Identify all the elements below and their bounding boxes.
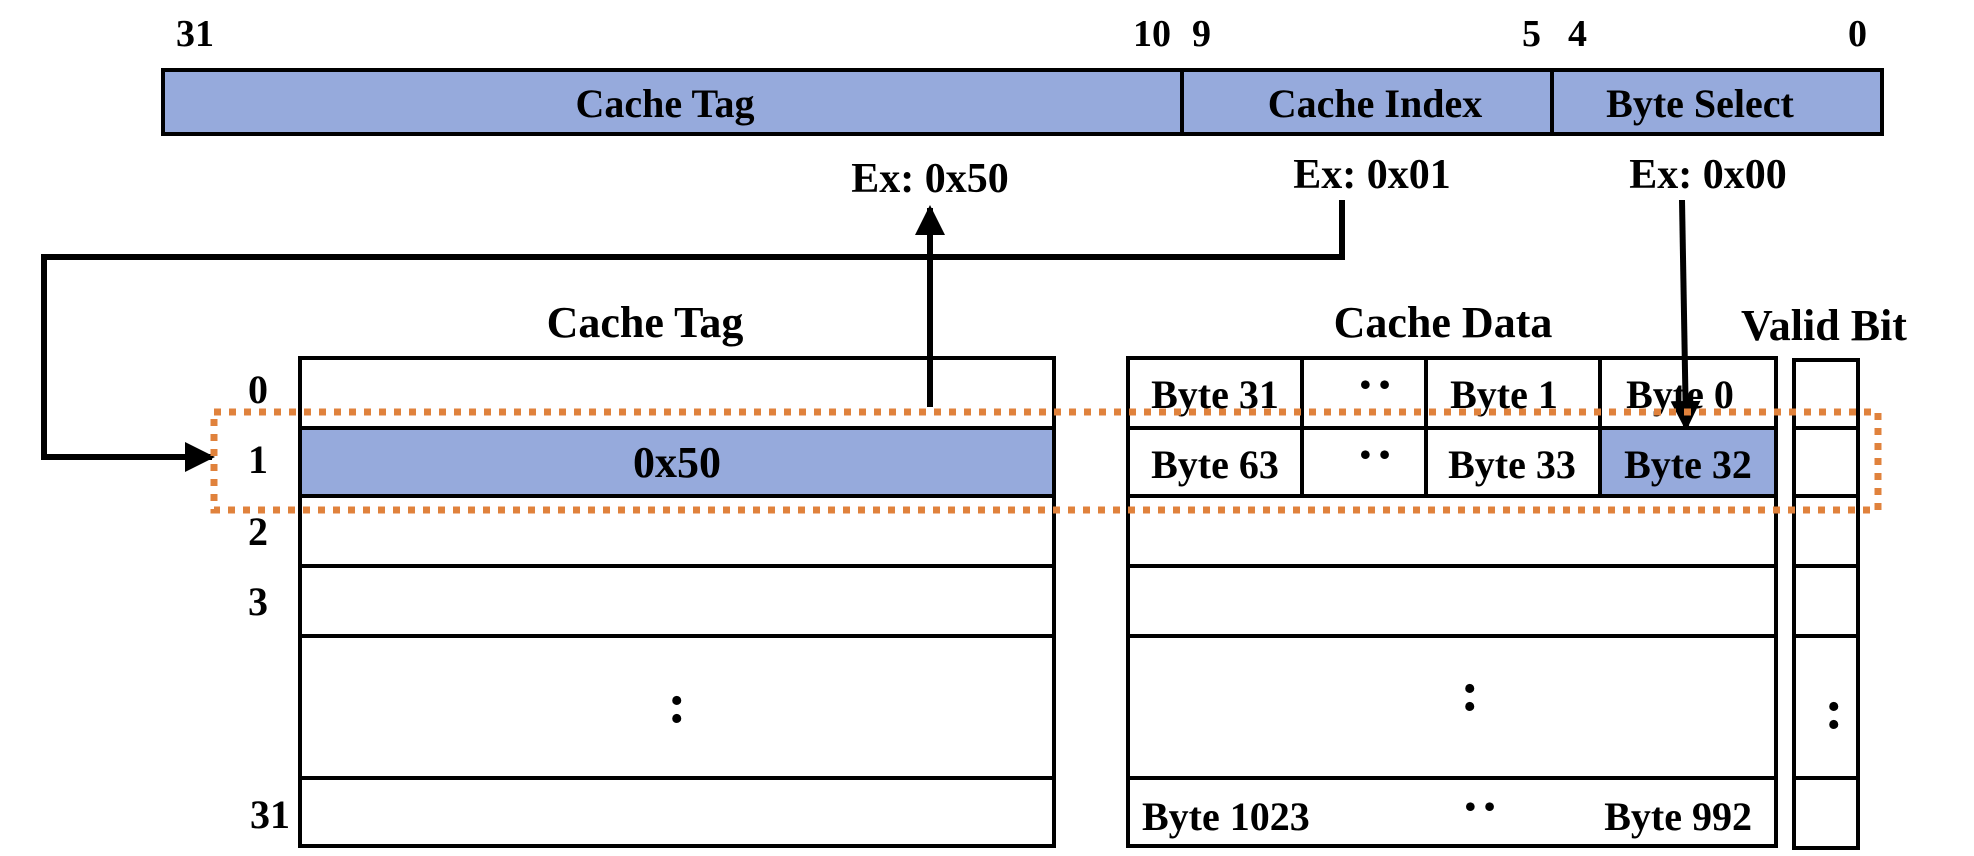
valid-array: : (1792, 358, 1860, 850)
address-field-byte-select (1550, 68, 1884, 136)
data-array-title: Cache Data (1334, 298, 1553, 347)
tag-array-title: Cache Tag (547, 298, 744, 347)
tag-array-ellipsis: : (668, 673, 687, 735)
data-array-frame (1126, 356, 1778, 848)
tag-row-1-value: 0x50 (633, 438, 721, 487)
row-label-31: 31 (250, 792, 290, 837)
row-labels: 0 1 2 3 31 (248, 367, 290, 837)
valid-array-title: Valid Bit (1741, 301, 1907, 350)
address-field-cache-index (1180, 68, 1554, 136)
data-array-ellipsis: : (1461, 661, 1480, 723)
selected-row-highlight (210, 408, 1882, 514)
data-byte-32: Byte 32 (1624, 442, 1752, 487)
bit-label-31: 31 (176, 13, 214, 55)
data-byte-31: Byte 31 (1151, 372, 1279, 417)
tag-array: 0x50 : (298, 356, 1056, 848)
data-row1-dots: • • (1360, 436, 1390, 472)
bit-label-0: 0 (1848, 13, 1867, 55)
data-byte-33: Byte 33 (1448, 442, 1576, 487)
row-label-1: 1 (248, 437, 268, 482)
row-label-3: 3 (248, 579, 268, 624)
example-index-value: Ex: 0x01 (1293, 152, 1451, 198)
address-bar: Cache Tag Cache Index Byte Select (161, 68, 1884, 136)
example-byte-select-value: Ex: 0x00 (1629, 152, 1787, 198)
data-byte-32-highlight (1600, 428, 1776, 496)
example-tag-value: Ex: 0x50 (851, 156, 1009, 202)
bit-label-9: 9 (1192, 13, 1211, 55)
valid-array-frame (1792, 358, 1860, 850)
tag-row-1-highlight (300, 428, 1054, 496)
data-byte-1023: Byte 1023 (1142, 794, 1310, 839)
row-label-0: 0 (248, 367, 268, 412)
data-row0-dots: • • (1360, 366, 1390, 402)
index-arrow (41, 200, 1345, 472)
data-last-row-dots: • • (1465, 788, 1495, 824)
data-byte-992: Byte 992 (1604, 794, 1752, 839)
byte-select-arrow (1670, 199, 1701, 431)
data-array: Byte 31 • • Byte 1 Byte 0 Byte 63 • • By… (1126, 356, 1778, 848)
address-field-cache-index-label: Cache Index (1268, 81, 1482, 126)
valid-array-ellipsis: : (1825, 679, 1844, 741)
bit-label-10: 10 (1133, 13, 1171, 55)
tag-array-frame (298, 356, 1056, 848)
address-field-cache-tag-label: Cache Tag (576, 81, 755, 126)
row-label-2: 2 (248, 509, 268, 554)
bit-label-5: 5 (1522, 13, 1541, 55)
bit-labels: 31 10 9 5 4 0 (176, 13, 1867, 55)
address-field-byte-select-label: Byte Select (1606, 81, 1794, 126)
bit-label-4: 4 (1568, 13, 1587, 55)
connector-arrows (41, 199, 1701, 472)
data-byte-63: Byte 63 (1151, 442, 1279, 487)
address-field-cache-tag (161, 68, 1184, 136)
